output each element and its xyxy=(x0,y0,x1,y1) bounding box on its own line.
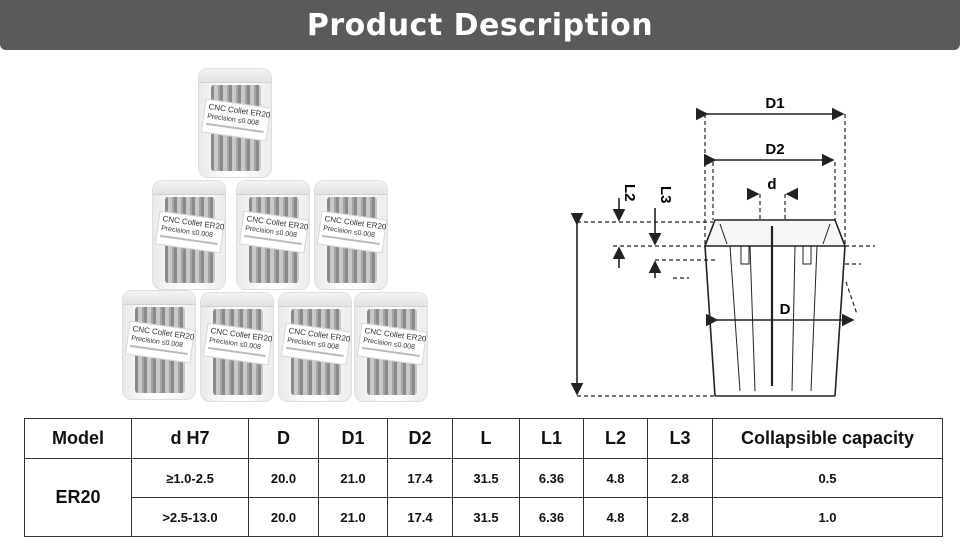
table-cell: 20.0 xyxy=(248,458,319,498)
table-cell: 6.36 xyxy=(519,458,584,498)
table-cell: 20.0 xyxy=(248,497,319,537)
table-cell: 4.8 xyxy=(583,458,648,498)
column-header: D2 xyxy=(387,418,453,459)
column-header: L1 xyxy=(519,418,584,459)
model-cell: ER20 xyxy=(24,458,132,537)
column-header: D1 xyxy=(318,418,388,459)
table-cell: 0.5 xyxy=(712,458,943,498)
table-row: ER20 ≥1.0-2.5 20.0 21.0 17.4 31.5 6.36 4… xyxy=(24,458,943,537)
page-title: Product Description xyxy=(306,7,654,43)
header-banner: Product Description xyxy=(0,0,960,50)
table-cell: ≥1.0-2.5 xyxy=(131,458,249,498)
table-cell: 4.8 xyxy=(583,497,648,537)
d-label: d xyxy=(767,176,776,193)
table-cell: 1.0 xyxy=(712,497,943,537)
table-row: >2.5-13.0 20.0 21.0 17.4 31.5 6.36 4.8 2… xyxy=(25,497,943,537)
table-cell: 31.5 xyxy=(452,497,520,537)
column-header: D xyxy=(248,418,319,459)
table-cell: 21.0 xyxy=(318,497,388,537)
table-cell: 17.4 xyxy=(387,497,453,537)
column-header: L2 xyxy=(583,418,648,459)
collet-technical-drawing: D1 D2 d D L2 L3 xyxy=(570,95,875,397)
big-d-label: D xyxy=(780,301,791,318)
table-cell: 2.8 xyxy=(647,458,713,498)
column-header: Collapsible capacity xyxy=(712,418,943,459)
table-cell: 2.8 xyxy=(647,497,713,537)
column-header: d H7 xyxy=(131,418,249,459)
spec-table: Model d H7 D D1 D2 L L1 L2 L3 Collapsibl… xyxy=(24,418,943,537)
d2-label: D2 xyxy=(765,141,784,158)
l2-label: L2 xyxy=(621,184,638,202)
table-header-row: Model d H7 D D1 D2 L L1 L2 L3 Collapsibl… xyxy=(24,418,943,459)
table-cell: 6.36 xyxy=(519,497,584,537)
column-header: L xyxy=(452,418,520,459)
column-header: L3 xyxy=(647,418,713,459)
d1-label: D1 xyxy=(765,95,784,112)
table-cell: 21.0 xyxy=(318,458,388,498)
table-cell: 17.4 xyxy=(387,458,453,498)
column-header: Model xyxy=(24,418,132,459)
table-cell: >2.5-13.0 xyxy=(131,497,249,537)
table-cell: 31.5 xyxy=(452,458,520,498)
l3-label: L3 xyxy=(657,186,674,204)
